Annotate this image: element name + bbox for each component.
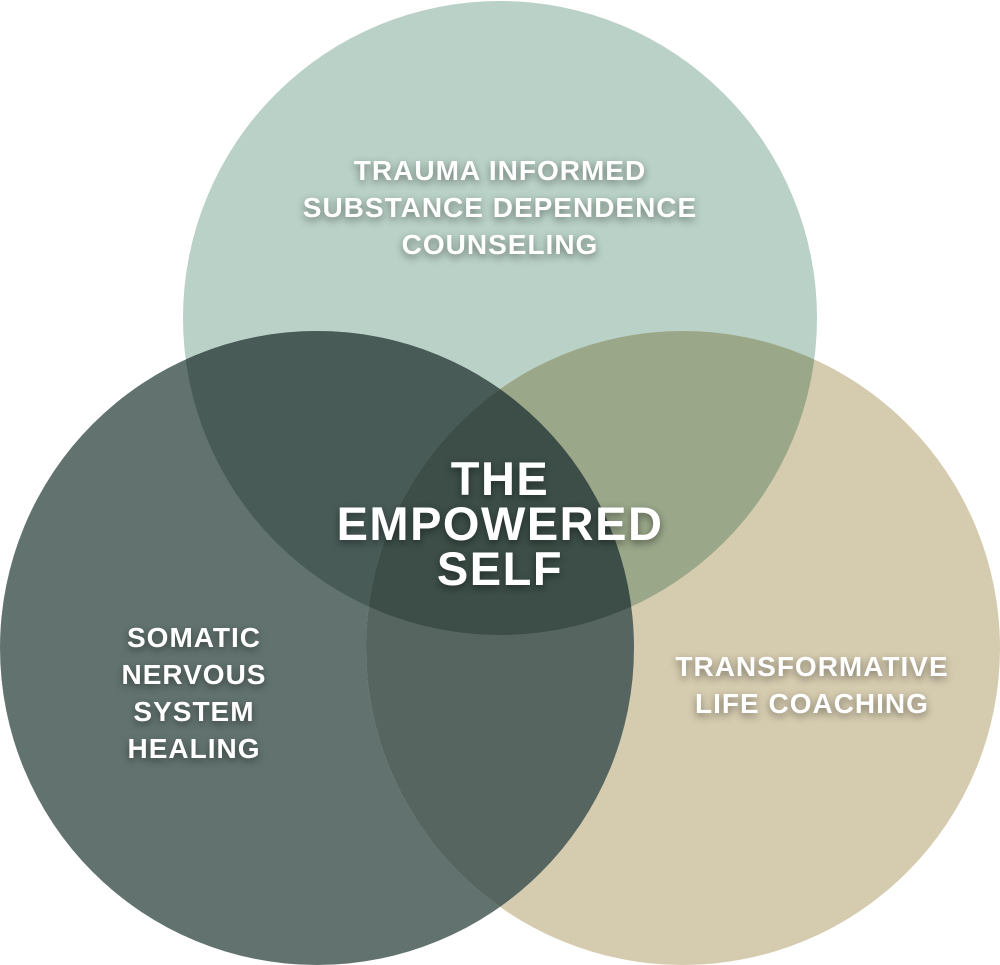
label-line: TRANSFORMATIVE xyxy=(675,651,949,682)
label-line: NERVOUS xyxy=(121,659,267,690)
label-line: COUNSELING xyxy=(401,229,599,260)
top-circle-label: TRAUMA INFORMED SUBSTANCE DEPENDENCE COU… xyxy=(303,152,697,263)
label-line: SELF xyxy=(436,542,564,595)
right-circle-label: TRANSFORMATIVE LIFE COACHING xyxy=(675,648,948,722)
label-line: SOMATIC xyxy=(126,622,262,653)
left-circle-label: SOMATIC NERVOUS SYSTEM HEALING xyxy=(122,619,267,767)
label-line: SYSTEM xyxy=(133,696,255,727)
label-line: LIFE COACHING xyxy=(695,688,929,719)
label-line: HEALING xyxy=(127,733,261,764)
label-line: THE xyxy=(450,452,550,505)
label-line: SUBSTANCE DEPENDENCE xyxy=(302,192,698,223)
center-label: THE EMPOWERED SELF xyxy=(336,452,664,595)
overlap-center xyxy=(366,331,634,635)
label-line: TRAUMA INFORMED xyxy=(353,155,647,186)
label-line: EMPOWERED xyxy=(336,497,664,550)
